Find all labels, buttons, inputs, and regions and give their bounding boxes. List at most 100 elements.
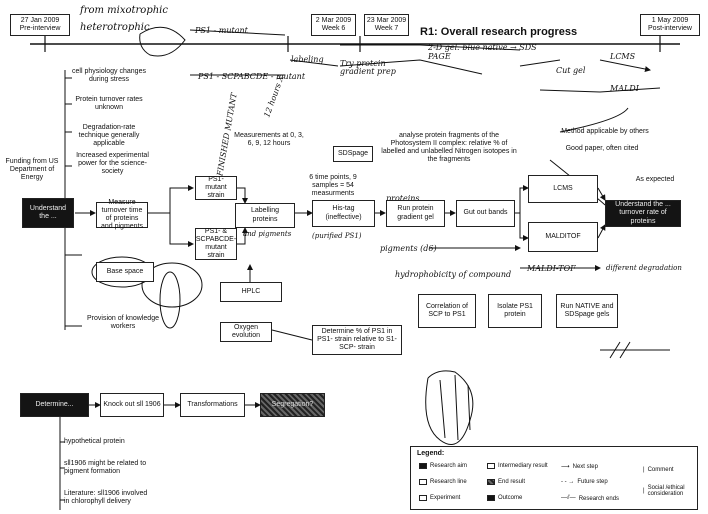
bar-icon: |: [643, 467, 645, 473]
labelling-proteins-box: Labelling proteins: [235, 203, 295, 228]
transformations-box: Transformations: [180, 393, 245, 417]
segregation-box: Segregation?: [260, 393, 325, 417]
note-hypothetical-protein: hypothetical protein: [64, 438, 125, 445]
his-tag-box: His-tag (ineffective): [312, 200, 375, 227]
determine-dark-box: Determine...: [20, 393, 89, 417]
note-six-time-points: 6 time points, 9 samples = 54 measurment…: [309, 174, 357, 198]
legend-label: Future step: [577, 479, 608, 485]
legend-item-social: |Social /ethical consideration: [643, 485, 695, 497]
legend-label: Research line: [430, 479, 467, 485]
legend-label: Research ends: [578, 495, 620, 502]
gut-out-bands-box: Gut out bands: [456, 200, 515, 227]
legend-item-intermediary: Intermediary result: [487, 463, 548, 469]
note-cell-physiology: cell physiology changes during stress: [72, 68, 146, 84]
legend-swatch: [419, 495, 427, 501]
knockout-box: Knock out sll 1906: [100, 393, 164, 417]
legend-swatch: [419, 479, 427, 485]
handwritten-note: (purified PS1): [312, 232, 362, 240]
date-value: 2 Mar 2009: [315, 17, 352, 24]
handwritten-note: Cut gel: [556, 66, 586, 75]
note-as-expected: As expected: [635, 176, 675, 183]
note-literature: Literature: sll1906 involved in chloroph…: [64, 490, 148, 506]
handwritten-note: pigments (d6): [380, 244, 437, 253]
legend-item-next-step: ⟶Next step: [561, 463, 598, 471]
handwritten-note: from mixotrophic: [80, 5, 168, 16]
legend: Legend: Research aim Research line Exper…: [410, 446, 698, 510]
run-native-box: Run NATIVE and SDSpage gels: [556, 294, 618, 328]
date-label: Post-interview: [648, 25, 692, 33]
dashed-arrow-icon: - - →: [561, 479, 575, 485]
handwritten-note: MALDI: [610, 84, 639, 93]
handwritten-note: different degradation: [606, 264, 682, 272]
oxygen-evolution-box: Oxygen evolution: [220, 322, 272, 342]
note-analyse-fragments: analyse protein fragments of the Photosy…: [381, 132, 517, 164]
date-label: Week 7: [374, 25, 399, 33]
handwritten-note: LCMS: [610, 52, 636, 61]
legend-label: Experiment: [430, 495, 461, 501]
date-pre-interview: 27 Jan 2009 Pre-interview: [10, 14, 70, 36]
handwritten-note: proteins: [386, 194, 420, 203]
note-measurements: Measurements at 0, 3, 6, 9, 12 hours: [234, 132, 304, 148]
note-sll1906-pigment: sll1906 might be related to pigment form…: [64, 460, 147, 476]
research-aim-box: Understand the ...: [22, 198, 74, 228]
note-funding: Funding from US Department of Energy: [5, 158, 59, 182]
page-title: R1: Overall research progress: [420, 26, 578, 38]
correlation-scp-box: Correlation of SCP to PS1: [418, 294, 476, 328]
date-week6: 2 Mar 2009 Week 6: [311, 14, 356, 36]
handwritten-note: Try protein gradient prep: [340, 59, 396, 76]
hplc-box: HPLC: [220, 282, 282, 302]
note-increased-power: Increased experimental power for the sci…: [76, 152, 149, 176]
sdspage-box: SDSpage: [333, 146, 373, 162]
bar-icon: |: [643, 488, 645, 494]
legend-swatch: [487, 479, 495, 485]
date-week7: 23 Mar 2009 Week 7: [364, 14, 409, 36]
handwritten-note: PS1 - mutant: [195, 26, 248, 35]
legend-item-future-step: - - →Future step: [561, 479, 608, 485]
note-protein-turnover: Protein turnover rates unknown: [75, 96, 143, 112]
legend-swatch: [487, 495, 495, 501]
handwritten-note: hydrophobicity of compound: [395, 270, 512, 279]
legend-item-research-line: Research line: [419, 479, 467, 485]
date-post-interview: 1 May 2009 Post-interview: [640, 14, 700, 36]
date-value: 1 May 2009: [651, 17, 689, 24]
note-degradation: Degradation-rate technique generally app…: [78, 124, 140, 148]
legend-item-research-ends: —⫽—Research ends: [561, 495, 619, 502]
note-method-applicable: Method applicable by others: [561, 128, 649, 135]
arrow-icon: ⟶: [561, 464, 570, 470]
legend-label: End result: [498, 479, 526, 485]
legend-swatch: [487, 463, 495, 469]
ps1-mutant-strain-box: PS1- mutant strain: [195, 176, 237, 200]
run-protein-gel-box: Run protein gradient gel: [386, 200, 445, 227]
legend-title: Legend:: [417, 450, 445, 457]
handwritten-note: PS1 - SCPABCDE - mutant: [198, 72, 306, 81]
malditof-box: MALDITOF: [528, 222, 598, 252]
date-value: 27 Jan 2009: [20, 17, 60, 24]
legend-item-comment: |Comment: [643, 467, 674, 473]
base-space-box: Base space: [96, 262, 154, 282]
handwritten-note: heterotrophic: [80, 22, 150, 33]
handwritten-note: MALDI-TOF: [527, 264, 576, 273]
legend-label: Outcome: [498, 495, 523, 501]
measure-turnover-box: Measure turnover time of proteins and pi…: [96, 199, 148, 230]
legend-label: Comment: [647, 467, 674, 473]
note-knowledge-workers: Provision of knowledge workers: [87, 315, 159, 331]
isolate-ps1-box: Isolate PS1 protein: [488, 294, 542, 328]
legend-label: Social /ethical consideration: [647, 485, 685, 497]
date-label: Pre-interview: [19, 25, 61, 33]
end-line-icon: —⫽—: [561, 495, 576, 501]
legend-label: Research aim: [430, 463, 468, 469]
note-good-paper: Good paper, often cited: [565, 145, 639, 152]
handwritten-note: 2-D gel: blue native → SDS PAGE: [428, 43, 537, 61]
date-value: 23 Mar 2009: [366, 17, 407, 24]
handwritten-note: and pigments: [243, 230, 292, 238]
legend-label: Next step: [572, 463, 598, 470]
legend-label: Intermediary result: [498, 463, 548, 469]
legend-item-research-aim: Research aim: [419, 463, 467, 469]
determine-percent-box: Determine % of PS1 in PS1- strain relati…: [312, 325, 402, 355]
handwritten-note: labeling: [291, 55, 324, 64]
legend-item-end-result: End result: [487, 479, 525, 485]
date-label: Week 6: [321, 25, 346, 33]
ps1-scpabcde-box: PS1- & SCPABCDE- mutant strain: [195, 227, 237, 260]
outcome-box: Understand the ... turnover rate of prot…: [605, 200, 681, 227]
legend-item-outcome: Outcome: [487, 495, 522, 501]
